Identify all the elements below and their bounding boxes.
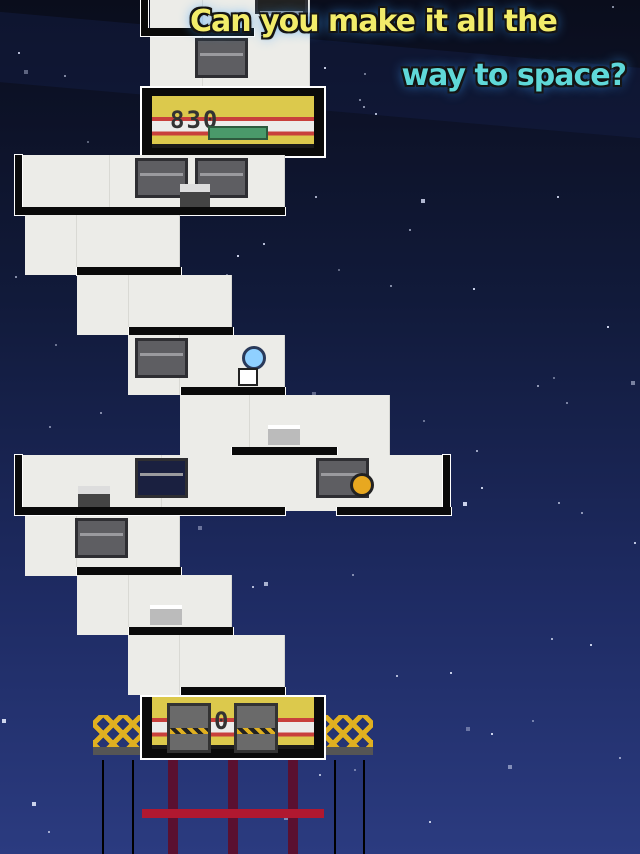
star xyxy=(337,268,340,271)
window xyxy=(135,338,188,378)
star xyxy=(475,450,478,453)
cable xyxy=(334,760,336,854)
support-leg xyxy=(288,760,298,854)
star xyxy=(49,425,51,428)
star xyxy=(237,255,240,258)
star xyxy=(311,391,316,396)
star xyxy=(262,242,265,245)
star xyxy=(358,98,361,101)
support-leg xyxy=(168,760,178,854)
star xyxy=(633,542,636,545)
star xyxy=(612,5,615,8)
room xyxy=(128,635,285,695)
floor-platform xyxy=(14,507,286,516)
star xyxy=(198,525,203,530)
star xyxy=(565,401,568,404)
window xyxy=(195,38,248,78)
cable xyxy=(102,760,104,854)
star xyxy=(63,75,66,78)
window xyxy=(255,0,308,14)
room xyxy=(25,215,180,275)
star xyxy=(466,726,471,731)
star xyxy=(552,376,555,379)
star xyxy=(472,288,475,291)
star xyxy=(389,284,392,287)
star xyxy=(314,196,317,199)
support-leg xyxy=(228,760,238,854)
star xyxy=(422,419,425,422)
astronaut-player xyxy=(234,346,270,388)
star xyxy=(618,756,621,759)
star xyxy=(15,276,18,279)
star xyxy=(606,326,609,329)
star xyxy=(396,674,399,677)
window xyxy=(135,458,188,498)
star xyxy=(507,765,512,770)
star xyxy=(32,802,37,806)
robot-enemy-icon xyxy=(78,486,110,508)
star xyxy=(420,198,425,203)
star xyxy=(48,830,51,833)
window xyxy=(135,158,188,198)
star xyxy=(490,733,493,736)
robot-enemy-icon xyxy=(180,184,210,208)
star xyxy=(449,672,452,675)
cable xyxy=(363,760,365,854)
support-beam xyxy=(142,809,324,818)
star xyxy=(463,502,468,507)
floor-number: 0 xyxy=(214,707,231,735)
star xyxy=(550,638,553,641)
star xyxy=(480,486,483,489)
astronaut-icon xyxy=(242,346,266,370)
headline-line1: Can you make it all the xyxy=(190,4,558,39)
star xyxy=(558,501,561,504)
window xyxy=(75,518,128,558)
star xyxy=(55,344,58,347)
turret-enemy-icon xyxy=(268,425,300,445)
star xyxy=(284,816,289,821)
star xyxy=(263,581,268,586)
headline-line2: way to space? xyxy=(401,58,627,93)
star xyxy=(590,643,593,646)
turret-enemy-icon xyxy=(150,605,182,625)
elevator-door xyxy=(234,703,278,753)
floor-platform xyxy=(140,28,255,37)
elevator-door xyxy=(167,703,211,753)
star xyxy=(563,70,568,75)
star xyxy=(374,112,377,115)
star xyxy=(251,585,254,588)
star xyxy=(362,105,365,108)
room xyxy=(77,275,232,335)
star xyxy=(409,228,412,231)
star xyxy=(23,69,28,74)
couch-icon xyxy=(208,126,268,140)
star xyxy=(556,196,559,199)
star xyxy=(536,384,539,387)
star xyxy=(354,768,357,771)
floor-platform xyxy=(336,507,452,516)
coin-icon[interactable] xyxy=(350,473,374,497)
star xyxy=(100,412,103,415)
star xyxy=(319,774,322,777)
star xyxy=(352,573,355,576)
star xyxy=(630,380,635,385)
star xyxy=(580,511,583,514)
cable xyxy=(132,760,134,854)
star xyxy=(429,820,432,823)
star xyxy=(324,67,327,70)
star xyxy=(87,140,90,143)
score-panel: 830 xyxy=(140,86,326,158)
star xyxy=(17,51,20,54)
star xyxy=(1,718,6,723)
star xyxy=(363,72,366,75)
star xyxy=(329,30,332,33)
star xyxy=(531,720,534,723)
